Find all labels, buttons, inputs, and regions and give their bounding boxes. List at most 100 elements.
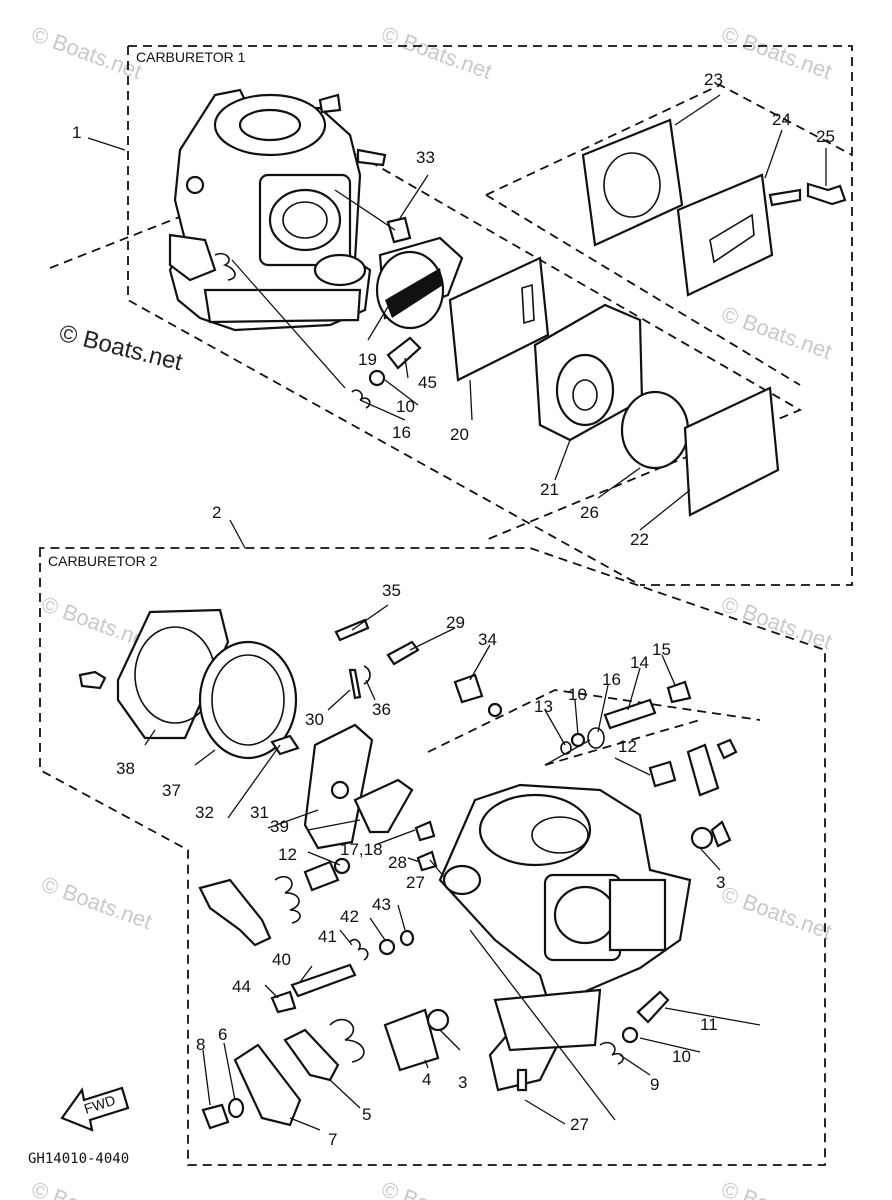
- callout-2: 2: [212, 503, 221, 522]
- callout-41: 41: [318, 927, 337, 946]
- callout-9: 9: [650, 1075, 659, 1094]
- part-1718: [414, 820, 436, 842]
- part-9: [599, 1041, 624, 1065]
- part-33: [386, 216, 412, 244]
- part-16-lower: [587, 727, 605, 749]
- callout-45: 45: [418, 373, 437, 392]
- callout-33: 33: [416, 148, 435, 167]
- screw-38: [78, 670, 107, 690]
- callout-16-top: 16: [392, 423, 411, 442]
- part-27-lower: [516, 1068, 528, 1092]
- callout-27-upper: 27: [406, 873, 425, 892]
- callout-5: 5: [362, 1105, 371, 1124]
- part-31: [303, 723, 374, 850]
- carburetor-2-body: [438, 783, 692, 1092]
- part-return-spring: [274, 875, 301, 924]
- callout-11: 11: [700, 1015, 718, 1034]
- carburetor-2-label: CARBURETOR 2: [48, 553, 158, 569]
- callout-30: 30: [305, 710, 324, 729]
- part-16: [351, 389, 371, 409]
- part-19: [375, 236, 464, 330]
- watermark: © Boats.net: [718, 1176, 835, 1200]
- watermark-main: © Boats.net: [57, 320, 186, 377]
- watermark: © Boats.net: [718, 21, 835, 84]
- carburetor-1-label: CARBURETOR 1: [136, 49, 246, 65]
- part-28: [416, 850, 438, 872]
- callout-19: 19: [358, 350, 377, 369]
- part-20: [448, 256, 550, 382]
- callout-23: 23: [704, 70, 723, 89]
- part-26: [620, 390, 690, 470]
- callout-6: 6: [218, 1025, 227, 1044]
- part-12-left: [303, 860, 340, 892]
- part-30: [348, 668, 362, 700]
- part-22: [683, 386, 780, 517]
- watermark: © Boats.net: [38, 871, 155, 934]
- watermark: © Boats.net: [28, 1176, 145, 1200]
- part-36: [363, 665, 371, 685]
- part-34: [453, 673, 484, 704]
- callout-16-mid: 16: [602, 670, 621, 689]
- carburetor-1-outline: [127, 45, 853, 586]
- part-41: [349, 938, 369, 961]
- callout-36: 36: [372, 700, 391, 719]
- part-45: [386, 336, 422, 370]
- part-15: [666, 680, 692, 704]
- part-5: [283, 1028, 340, 1082]
- part-37: [198, 640, 298, 760]
- callout-1: 1: [72, 123, 81, 142]
- part-42: [378, 938, 396, 956]
- watermark: © Boats.net: [718, 301, 835, 364]
- part-39: [353, 778, 414, 834]
- callout-24: 24: [772, 110, 791, 129]
- part-25: [806, 182, 847, 206]
- callout-40: 40: [272, 950, 291, 969]
- carburetor-2-outline: [39, 547, 826, 1166]
- callout-43: 43: [372, 895, 391, 914]
- part-13: [560, 741, 572, 755]
- callout-10-top: 10: [396, 397, 415, 416]
- watermark: © Boats.net: [718, 591, 835, 654]
- callout-13: 13: [534, 697, 553, 716]
- callout-3-upper: 3: [716, 873, 725, 892]
- callout-37: 37: [162, 781, 181, 800]
- callout-26: 26: [580, 503, 599, 522]
- leader-lines: [87, 94, 827, 1131]
- part-40: [290, 963, 357, 998]
- callout-39: 39: [270, 817, 289, 836]
- callout-34: 34: [478, 630, 497, 649]
- part-3-lower: [426, 1008, 450, 1032]
- callout-25: 25: [816, 127, 835, 146]
- callout-17-18: 17,18: [340, 840, 383, 859]
- callout-29: 29: [446, 613, 465, 632]
- callout-44: 44: [232, 977, 251, 996]
- part-10: [368, 369, 386, 387]
- callout-21: 21: [540, 480, 559, 499]
- carburetor-2-group: CARBURETOR 2: [39, 547, 826, 1166]
- part-43: [399, 929, 415, 947]
- part-29: [386, 640, 420, 666]
- callout-labels: 1 2 3 3 4 5 6 7 8 9 10 10 10 11 12 12 13…: [72, 70, 835, 1149]
- callout-22: 22: [630, 530, 649, 549]
- callout-10-mid: 10: [568, 685, 587, 704]
- carburetor-1-group: CARBURETOR 1: [49, 45, 853, 586]
- part-3-upper: [690, 826, 714, 850]
- part-main-spring: [329, 1018, 365, 1063]
- watermark: © Boats.net: [378, 21, 495, 84]
- callout-4: 4: [422, 1070, 431, 1089]
- part-6: [227, 1097, 245, 1119]
- part-lever: [198, 878, 272, 947]
- part-7: [233, 1043, 302, 1127]
- callout-27-lower: 27: [570, 1115, 589, 1134]
- part-32: [270, 734, 300, 756]
- part-24: [676, 173, 802, 297]
- fwd-arrow: FWD: [60, 1086, 130, 1132]
- callout-35: 35: [382, 581, 401, 600]
- part-23: [581, 118, 684, 247]
- callout-38: 38: [116, 759, 135, 778]
- callout-7: 7: [328, 1130, 337, 1149]
- part-4: [383, 1008, 440, 1072]
- callout-15: 15: [652, 640, 671, 659]
- part-11: [636, 990, 670, 1024]
